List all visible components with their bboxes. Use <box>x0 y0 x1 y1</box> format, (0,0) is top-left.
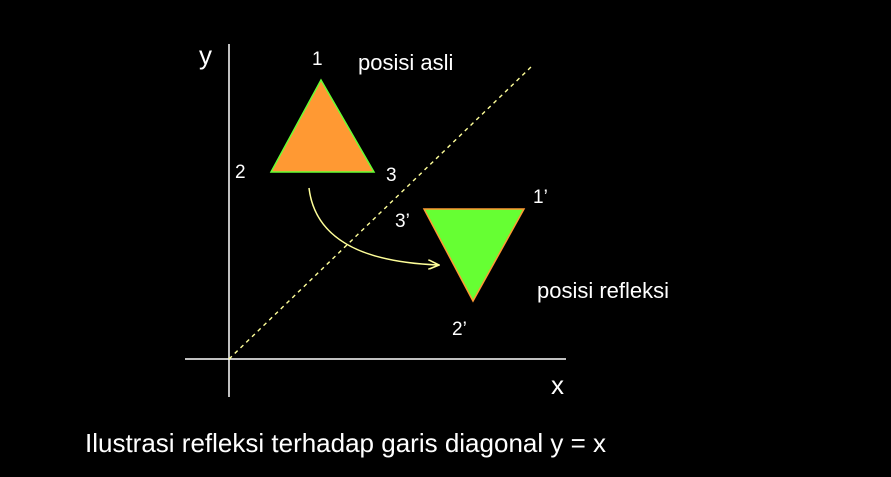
vertex-label-2-prime: 2’ <box>452 319 467 340</box>
vertex-label-3: 3 <box>386 165 397 186</box>
original-position-label: posisi asli <box>358 50 454 75</box>
vertex-label-2: 2 <box>235 162 246 183</box>
mirror-line <box>228 66 532 360</box>
original-triangle <box>269 78 376 173</box>
reflection-arrow <box>308 187 438 265</box>
diagram-caption: Ilustrasi refleksi terhadap garis diagon… <box>85 428 606 458</box>
vertex-label-1-prime: 1’ <box>533 187 548 208</box>
vertex-label-3-prime: 3’ <box>395 211 410 232</box>
vertex-label-1: 1 <box>312 49 323 70</box>
reflected-triangle <box>422 208 526 303</box>
reflected-position-label: posisi refleksi <box>537 278 670 303</box>
x-axis-label: x <box>551 370 564 400</box>
y-axis-label: y <box>199 40 212 70</box>
